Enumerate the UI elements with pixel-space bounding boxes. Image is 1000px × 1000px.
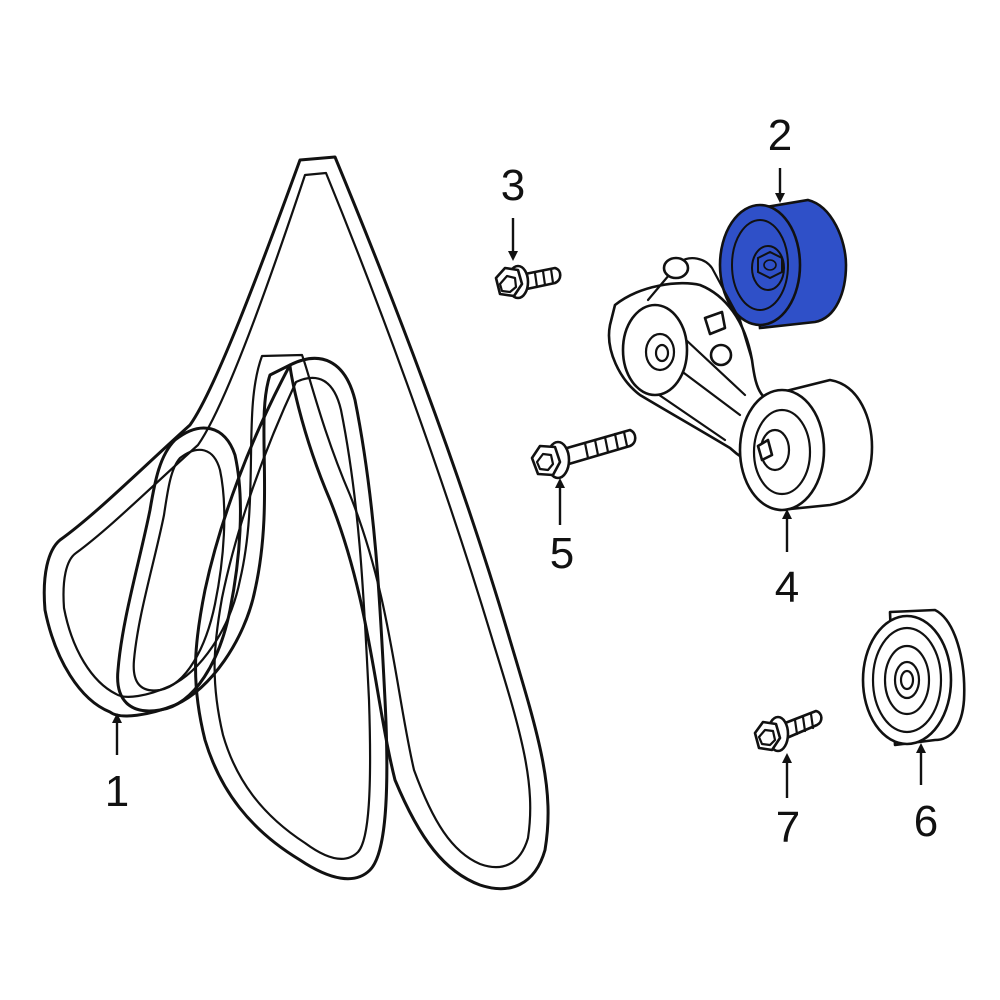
callout-arrows — [112, 168, 926, 798]
pulley-bolt[interactable] — [494, 264, 562, 300]
callout-label-4[interactable]: 4 — [775, 563, 799, 612]
idler-bolt[interactable] — [753, 709, 823, 753]
callout-label-3[interactable]: 3 — [501, 161, 525, 210]
idler-pulley[interactable] — [861, 608, 966, 747]
callout-labels: 1 2 3 4 5 6 7 — [105, 111, 938, 852]
callout-label-1[interactable]: 1 — [105, 767, 129, 816]
callout-label-2[interactable]: 2 — [768, 111, 792, 160]
callout-label-6[interactable]: 6 — [914, 797, 938, 846]
callout-label-7[interactable]: 7 — [776, 803, 800, 852]
tensioner-bolt[interactable] — [530, 428, 637, 480]
idler-pulley-highlighted[interactable] — [718, 198, 848, 330]
callout-label-5[interactable]: 5 — [550, 529, 574, 578]
serpentine-belt — [42, 155, 550, 891]
